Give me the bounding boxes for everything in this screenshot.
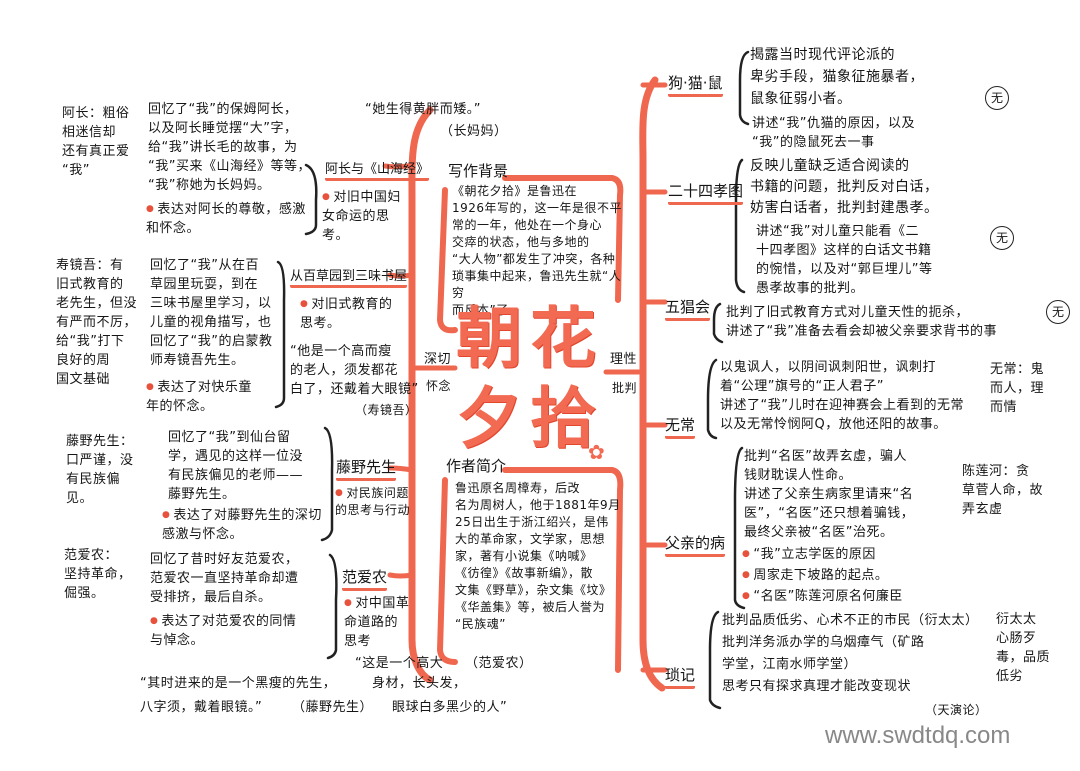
branch-wuchang: 无常 [665, 414, 696, 439]
branch-gou-mao-shu: 狗·猫·鼠 [668, 72, 723, 97]
content-achang: 回忆了“我”的保姆阿长， 以及阿长睡觉摆“大”字， 给“我”讲长毛的故事，为 “… [148, 102, 311, 193]
quote-shoujingwu-source: （寿镜吾） [355, 403, 418, 417]
author-text: 鲁迅原名周樟寿，后改 名为周树人，他于1881年9月 25日出生于浙江绍兴，是伟… [455, 481, 621, 631]
watermark: www.swdtdq.com [825, 722, 1011, 749]
note-yantaitai: 衍太太 心肠歹 毒，品质 低劣 [996, 612, 1051, 684]
branch-achang: 阿长与《山海经》 [325, 158, 430, 181]
feeling-achang: 表达对阿长的尊敬，感激 和怀念。 [146, 200, 306, 238]
branch-wuchang-hui: 五猖会 [665, 296, 711, 321]
mark-wuchang-hui: 无 [1046, 300, 1070, 324]
central-title-line2: 夕拾 [456, 379, 604, 457]
note-fanainong: 范爱农： 坚持革命， 倔强。 [64, 548, 132, 601]
feeling-baicaoyuan: 表达了对快乐童 年的怀念。 [146, 378, 252, 416]
content-fanainong: 回忆了昔时好友范爱农， 范爱农一直坚持革命却遭 受排挤，最后自杀。 [150, 552, 299, 605]
quote-fanainong-3: 眼球白多黑少的人” [392, 700, 508, 715]
content-baicaoyuan: 回忆了“我”从在百 草园里玩耍，到在 三味书屋里学习，以 儿童的视角描写，也 回… [150, 258, 273, 368]
right-trunk [639, 76, 666, 692]
quote-tengye-source: （藤野先生） [292, 700, 374, 715]
content-suoji: 批判品质低劣、心术不正的市民（衍太太） 批判洋务派办学的乌烟瘴气（矿路 学堂，江… [722, 613, 979, 694]
content-wuchang-hui: 批判了旧式教育方式对儿童天性的扼杀， 讲述了“我”准备去看会却被父亲要求背书的事 [726, 305, 997, 339]
note-chen-lianhe: 陈莲河：贪 草菅人命，故 弄玄虚 [962, 464, 1044, 517]
theme-achang: 对旧中国妇女命运的思考。 [322, 188, 407, 245]
author-label: 作者简介 [446, 457, 507, 475]
content-tengye: 回忆了“我”到仙台留 学，遇见的这样一位没 有民族偏见的老师—— 藤野先生。 [168, 430, 304, 502]
quote-fanainong-source: （范爱农） [465, 656, 533, 671]
note-wuchang: 无常：鬼 而人，理 而情 [990, 362, 1045, 415]
point-3: “名医”陈莲河原名何廉臣 [742, 587, 903, 606]
background-text: 《朝花夕拾》是鲁迅在 1926年写的，这一年是很不平 常的一年，他处在一个身心 … [452, 184, 623, 317]
feeling-tengye: 表达了对藤野先生的深切 感激与怀念。 [162, 506, 322, 544]
left-tag-1: 深切 [424, 352, 452, 367]
theme-fanainong: 对中国革 命道路的 思考 [344, 594, 409, 651]
right-tag-2: 批判 [612, 381, 638, 395]
left-tag-2: 怀念 [426, 379, 452, 393]
branch-tengye: 藤野先生 [336, 456, 397, 481]
quote-shoujingwu: “他是一个高而瘦 的老人，须发都花 白了，还戴着大眼镜” [290, 344, 419, 397]
branch-suoji: 琐记 [665, 664, 696, 689]
branch-ershisi-xiaotu: 二十四孝图 [668, 180, 744, 205]
flower-icon: ✿ [588, 440, 605, 464]
quote-tengye-2: 八字须，戴着眼镜。” [140, 700, 263, 715]
point-1: “我”立志学医的原因 [742, 545, 876, 564]
note-achang: 阿长：粗俗 相迷信却 还有真正爱 “我” [62, 106, 130, 178]
mark-gou-mao-shu: 无 [985, 86, 1009, 110]
background-label: 写作背景 [448, 162, 509, 180]
branch-fanainong: 范爱农 [342, 566, 388, 591]
note-tengye: 藤野先生： 口严谨，没 有民族偏 见。 [66, 434, 134, 506]
theme-baicaoyuan: 对旧式教育的 思考。 [300, 295, 392, 333]
story-gou-mao-shu: 讲述“我”仇猫的原因，以及 “我”的隐鼠死去一事 [752, 116, 915, 150]
branch-baicaoyuan: 从百草园到三味书屋 [290, 265, 408, 288]
point-2: 周家走下坡路的起点。 [742, 566, 888, 585]
book-tianyanlun: （天演论） [925, 703, 988, 717]
quote-source: （长妈妈） [440, 124, 508, 139]
feeling-fanainong: 表达了对范爱农的同情 与悼念。 [150, 612, 296, 650]
theme-tengye: 对民族问题 的思考与行动 [335, 485, 410, 519]
central-title-line1: 朝花 [456, 299, 604, 377]
right-tag-1: 理性 [610, 352, 638, 367]
mark-ershisi-xiaotu: 无 [990, 226, 1014, 250]
quote-fanainong-1: “这是一个高大 [355, 656, 444, 671]
quote-changmama: “她生得黄胖而矮。” [365, 102, 481, 117]
content-ershisi-xiaotu: 反映儿童缺乏适合阅读的 书籍的问题，批判反对白话， 妨害白话者，批判封建愚孝。 [750, 158, 939, 216]
content-gou-mao-shu: 揭露当时现代评论派的 卑劣手段，猫象征施暴者， 鼠象征弱小者。 [750, 47, 924, 107]
left-trunk [408, 106, 434, 684]
quote-fanainong-2: 身材，长头发， [372, 676, 467, 691]
content-fuqin-de-bing: 批判“名医”故弄玄虚，骗人 钱财耽误人性命。 讲述了父亲生病家里请来“名 医”，… [744, 449, 915, 540]
story-ershisi-xiaotu: 讲述“我”对儿童只能看《二 十四孝图》这样的白话文书籍 的惋惜，以及对“郭巨埋儿… [756, 224, 933, 296]
note-shoujingwu: 寿镜吾：有 旧式教育的 老先生，但没 有严而不厉， 给“我”打下 良好的周 国文… [56, 258, 138, 387]
quote-tengye-1: “其时进来的是一个黑瘦的先生， [140, 676, 337, 691]
branch-fuqin-de-bing: 父亲的病 [665, 532, 726, 557]
content-wuchang: 以鬼讽人，以阴间讽刺阳世，讽刺打 着“公理”旗号的“正人君子” 讲述了“我”儿时… [720, 360, 964, 432]
